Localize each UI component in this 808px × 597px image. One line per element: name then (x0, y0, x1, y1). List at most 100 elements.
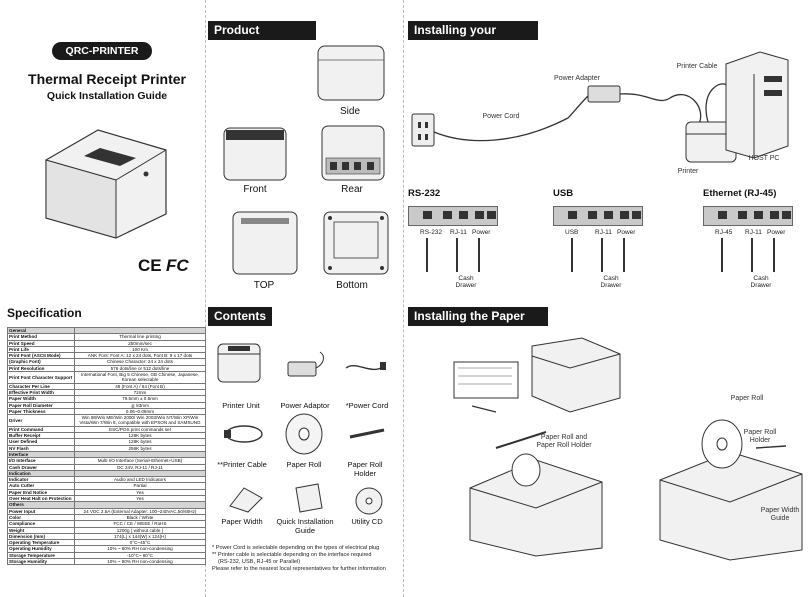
content-label-printer-cable: **Printer Cable (217, 460, 267, 469)
spec-key: Storage Humidity (7, 557, 75, 566)
connector-cable (456, 238, 458, 272)
spec-value: 0.06~0.08mm (74, 407, 206, 416)
port-socket (475, 211, 484, 219)
rear-port-panel (553, 206, 643, 226)
port-socket (459, 211, 468, 219)
note-4: Please refer to the nearest local repres… (212, 566, 386, 572)
content-label-utility-cd: Utility CD (351, 517, 383, 526)
paper-label-holder: Paper Roll Holder (743, 429, 777, 444)
connector-cable (601, 238, 603, 272)
spec-value: Thermal line printing (74, 333, 206, 341)
rear-view (321, 125, 385, 181)
spec-row: Storage Temperature-10°C~ 60°C (7, 551, 206, 560)
spec-group-row: Others (7, 501, 206, 509)
spec-value: Win 98/Win ME/Win 2000/ Win 2003/Win NT/… (74, 414, 206, 427)
view-label-front: Front (243, 184, 267, 195)
port-socket (620, 211, 629, 219)
guide-booklet-icon (295, 483, 323, 513)
view-label-bottom: Bottom (336, 280, 368, 291)
connector-cable (623, 238, 625, 272)
connector-cable (571, 238, 573, 272)
spec-value: 174(L) x 144(W) x 124(H) (74, 532, 206, 541)
contents-notes: * Power Cord is selectable depending on … (212, 545, 404, 573)
printer-illustration (45, 129, 167, 239)
paper-step-2 (469, 431, 603, 557)
spec-value: Chinese Character: 24 x 24 dots (74, 358, 206, 366)
spec-row: (Graphic Font)Chinese Character: 24 x 24… (7, 358, 206, 366)
spec-row: Dimension (mm)174(L) x 144(W) x 124(H) (7, 532, 206, 541)
spec-group-row: Interface (7, 450, 206, 459)
spec-value: 24 VDC 2.5A (External Adapter: 100~240VA… (74, 507, 206, 515)
spec-value: Yes (74, 488, 206, 497)
spec-value: 1200g ( without cable ) (74, 526, 206, 534)
fold-line-2 (403, 0, 404, 597)
paper-width-icon (229, 487, 263, 513)
spec-value: 48 (Font A) / 64 (Font B) (74, 382, 206, 390)
fold-line-1 (205, 0, 206, 597)
content-label-printer-unit: Printer Unit (222, 401, 260, 410)
port-label: RS-232 (420, 229, 443, 236)
paper-label-width-guide: Paper Width Guide (760, 507, 800, 522)
connector-cable (478, 238, 480, 272)
paper-step-1 (453, 337, 621, 413)
content-label-paper-roll: Paper Roll (286, 460, 322, 469)
spec-value: Audio and LED Indicators (74, 476, 206, 484)
port-socket (782, 211, 791, 219)
spec-row: Print Font (ASCII Mode)ANK Font: Font A:… (7, 352, 206, 360)
note-2: ** Printer cable is selectable depending… (212, 552, 372, 558)
port-label: RJ-11 (595, 229, 612, 236)
spec-group-row: Indication (7, 469, 206, 478)
spec-value: ANK Font: Font A: 12 x 24 dots, Font B: … (74, 352, 206, 360)
port-socket (604, 211, 613, 219)
port-label: USB (565, 229, 579, 236)
spec-value: 128K bytes (74, 438, 206, 446)
cash-drawer-label: Cash Drawer (750, 275, 772, 289)
port-socket (738, 211, 747, 219)
content-label-paper-width: Paper Width (221, 517, 263, 526)
label-printer: Printer (677, 168, 699, 175)
front-view (223, 127, 287, 181)
spec-value: -10°C~ 60°C (74, 551, 206, 560)
spec-value: ≦ 83mm (74, 401, 206, 409)
cover-title: Thermal Receipt Printer (28, 71, 186, 87)
label-power-cord: Power Cord (482, 113, 520, 120)
spec-value: 256K bytes (74, 444, 206, 452)
cash-drawer-label: Cash Drawer (455, 275, 477, 289)
spec-key: Over Heat Halt on Protection (7, 494, 75, 503)
spec-value (74, 326, 206, 335)
port-label: RJ-11 (745, 229, 762, 236)
installation-diagram (411, 51, 789, 163)
spec-value (74, 469, 206, 478)
spec-value (74, 450, 206, 459)
interface-title: USB (553, 188, 574, 199)
rear-port-panel (703, 206, 793, 226)
port-label: Power (617, 229, 636, 236)
spec-value: 0°C~45°C (74, 539, 206, 547)
power-cord-icon (345, 362, 386, 371)
connector-cable (751, 238, 753, 272)
spec-value: Multi I/O Interface (Serial+Ethernet+USB… (74, 457, 206, 465)
power-adaptor-icon (287, 351, 324, 377)
interface-title: Ethernet (RJ-45) (703, 188, 777, 199)
paper-label-roll: Paper Roll (730, 395, 764, 402)
port-socket (770, 211, 779, 219)
spec-value: International Font, Big 5 Chinese, GB Ch… (74, 371, 206, 384)
spec-row: Paper Roll Diameter≦ 83mm (7, 401, 206, 409)
label-power-adapter: Power Adapter (554, 75, 600, 82)
spec-value: 128K bytes (74, 432, 206, 440)
